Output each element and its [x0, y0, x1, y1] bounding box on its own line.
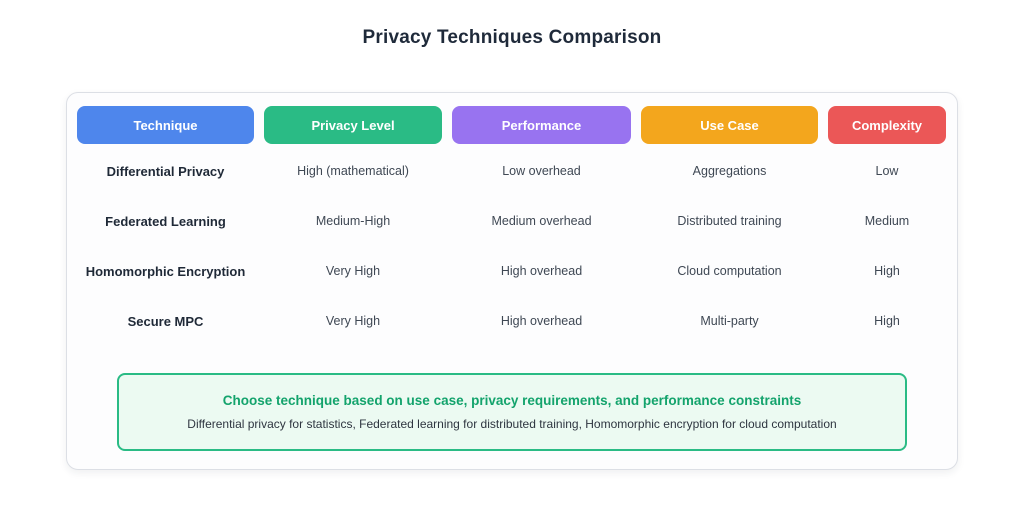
column-header-complexity: Complexity — [828, 106, 946, 144]
technique-name: Federated Learning — [105, 213, 226, 229]
column-header-technique: Technique — [77, 106, 254, 144]
complexity-value: Low — [875, 164, 899, 178]
table-row: Homomorphic Encryption Very High High ov… — [77, 246, 947, 296]
table-row: Differential Privacy High (mathematical)… — [77, 146, 947, 196]
complexity-value: High — [874, 264, 900, 278]
use-case-value: Cloud computation — [677, 264, 782, 278]
column-header-use-case: Use Case — [641, 106, 818, 144]
table-body: Differential Privacy High (mathematical)… — [77, 146, 947, 346]
table-row: Secure MPC Very High High overhead Multi… — [77, 296, 947, 346]
use-case-value: Aggregations — [692, 164, 767, 178]
privacy-level-value: Very High — [325, 264, 381, 278]
note-subtitle: Differential privacy for statistics, Fed… — [187, 417, 837, 431]
comparison-table-card: Technique Privacy Level Performance Use … — [66, 92, 958, 470]
performance-value: High overhead — [500, 264, 583, 278]
technique-name: Homomorphic Encryption — [85, 263, 246, 279]
performance-value: High overhead — [500, 314, 583, 328]
column-header-privacy-level: Privacy Level — [264, 106, 442, 144]
table-row: Federated Learning Medium-High Medium ov… — [77, 196, 947, 246]
performance-value: Low overhead — [502, 164, 581, 178]
page-title: Privacy Techniques Comparison — [362, 27, 662, 48]
table-header-row: Technique Privacy Level Performance Use … — [77, 106, 947, 144]
complexity-value: Medium — [864, 214, 910, 228]
technique-name: Differential Privacy — [106, 163, 225, 179]
use-case-value: Distributed training — [677, 214, 782, 228]
column-header-performance: Performance — [452, 106, 631, 144]
use-case-value: Multi-party — [700, 314, 759, 328]
privacy-level-value: Medium-High — [315, 214, 391, 228]
privacy-level-value: Very High — [325, 314, 381, 328]
note-title: Choose technique based on use case, priv… — [222, 393, 802, 408]
privacy-level-value: High (mathematical) — [297, 164, 409, 178]
technique-name: Secure MPC — [127, 313, 204, 329]
performance-value: Medium overhead — [491, 214, 592, 228]
complexity-value: High — [874, 314, 900, 328]
recommendation-note: Choose technique based on use case, priv… — [117, 373, 907, 451]
